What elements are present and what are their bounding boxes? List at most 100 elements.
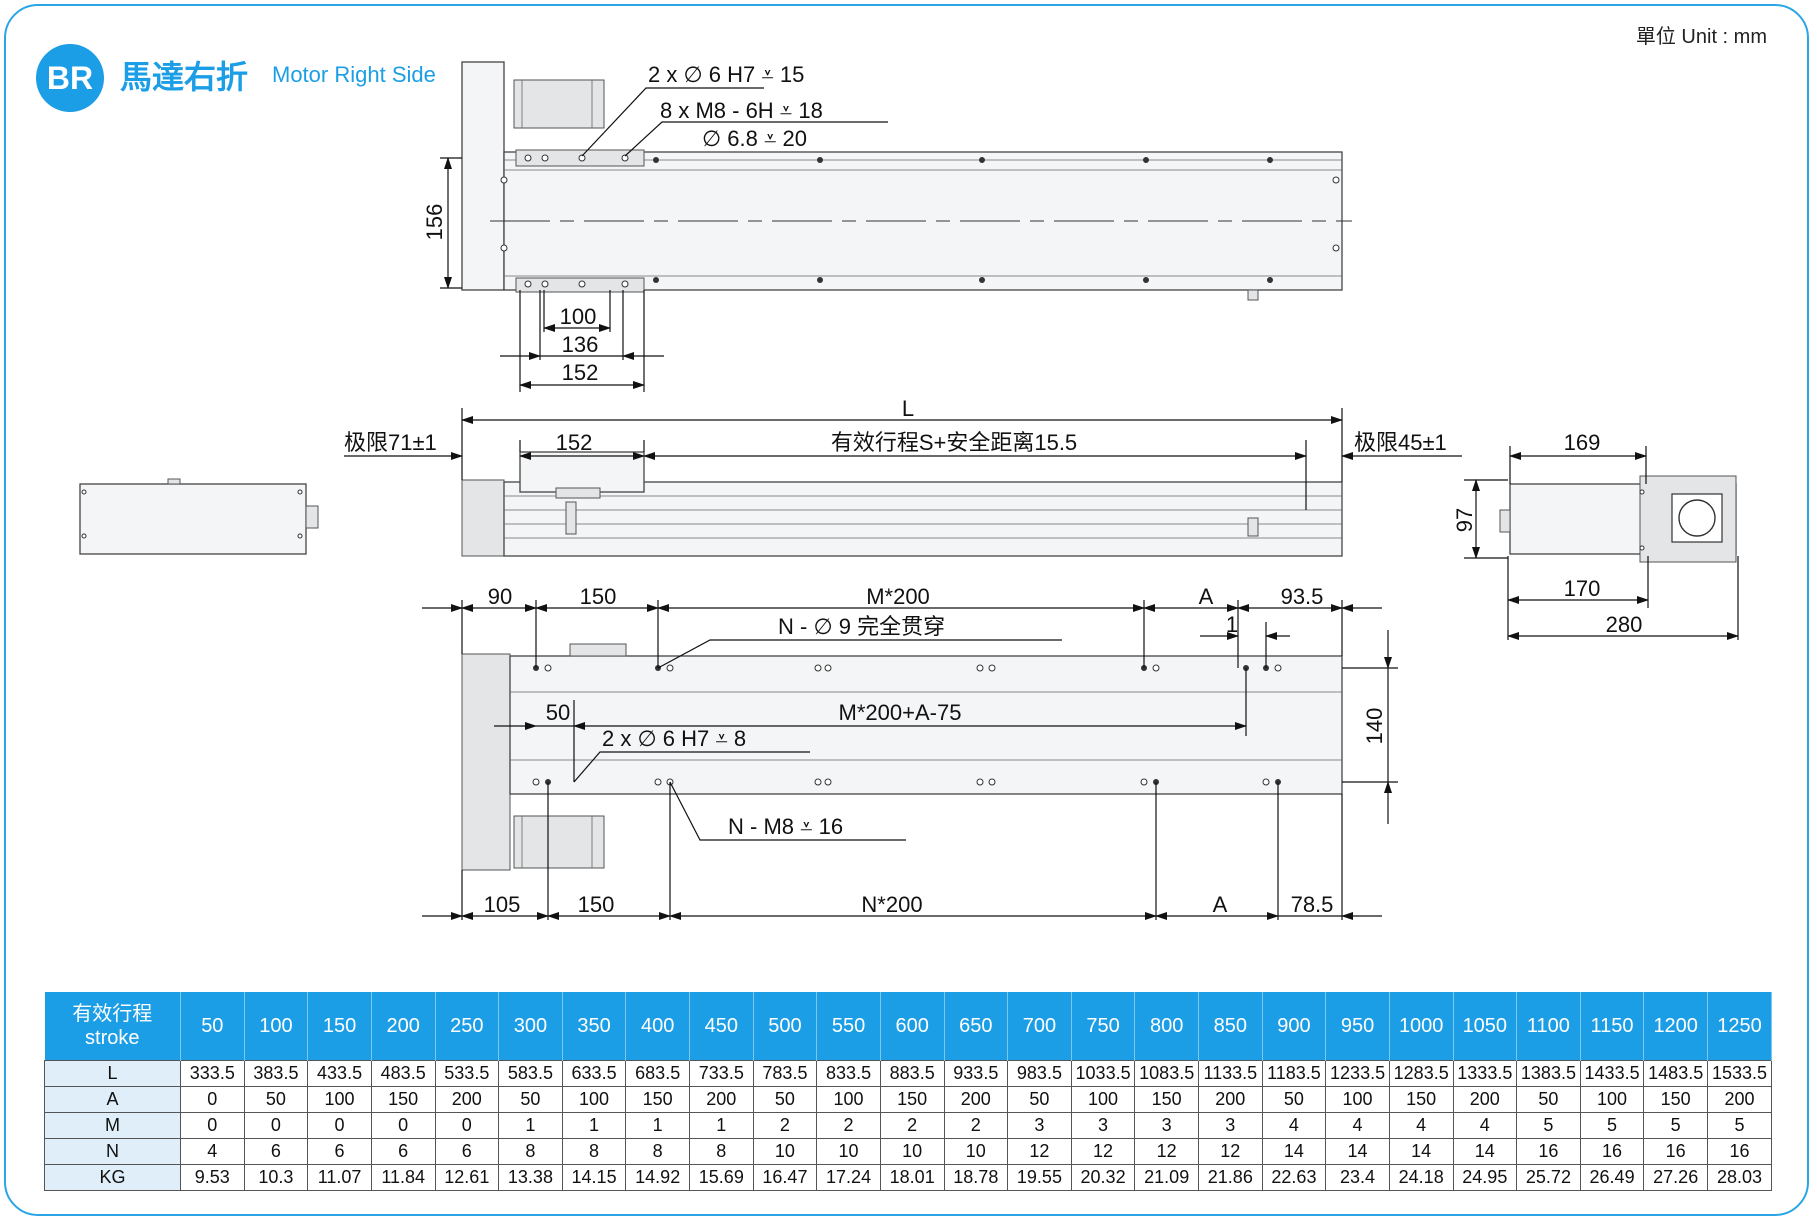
- table-cell: 200: [1452, 1086, 1518, 1113]
- table-cell: 933.5: [943, 1060, 1009, 1087]
- table-cell: 1433.5: [1579, 1060, 1645, 1087]
- table-cell: 2: [879, 1112, 945, 1139]
- stroke-header: 450: [689, 992, 754, 1061]
- table-cell: 12.61: [434, 1164, 500, 1191]
- table-cell: 24.95: [1452, 1164, 1518, 1191]
- table-cell: 6: [370, 1138, 436, 1165]
- table-cell: 50: [1516, 1086, 1581, 1113]
- limit-left: 极限71±1: [344, 430, 437, 455]
- table-cell: 883.5: [879, 1060, 945, 1087]
- table-cell: 3: [1134, 1112, 1199, 1139]
- table-cell: 23.4: [1325, 1164, 1390, 1191]
- table-cell: 1: [498, 1112, 563, 1139]
- table-cell: 200: [689, 1086, 754, 1113]
- table-cell: 1033.5: [1070, 1060, 1136, 1087]
- table-cell: 12: [1070, 1138, 1136, 1165]
- table-cell: 1533.5: [1707, 1060, 1772, 1087]
- table-cell: 12: [1198, 1138, 1263, 1165]
- table-cell: 2: [943, 1112, 1009, 1139]
- table-cell: 2: [752, 1112, 818, 1139]
- table-cell: 6: [434, 1138, 500, 1165]
- table-cell: 150: [625, 1086, 690, 1113]
- table-cell: 333.5: [180, 1060, 245, 1087]
- stroke-header-cell: 有效行程 stroke: [44, 992, 181, 1061]
- stroke-header: 750: [1071, 992, 1136, 1061]
- table-cell: 483.5: [370, 1060, 436, 1087]
- technical-drawing: 2 x ∅ 6 H7 ⩡ 15 8 x M8 - 6H ⩡ 18 ∅ 6.8 ⩡…: [79, 61, 1739, 920]
- table-cell: 17.24: [816, 1164, 881, 1191]
- table-cell: 8: [625, 1138, 690, 1165]
- table-cell: 3: [1070, 1112, 1136, 1139]
- table-cell: 25.72: [1516, 1164, 1581, 1191]
- stroke-header: 950: [1325, 992, 1390, 1061]
- note-counterbore: ∅ 6.8 ⩡ 20: [702, 126, 807, 151]
- table-cell: 20.32: [1070, 1164, 1136, 1191]
- dim-L: L: [902, 396, 914, 421]
- table-cell: 6: [307, 1138, 372, 1165]
- table-cell: 14.92: [625, 1164, 690, 1191]
- table-cell: 5: [1643, 1112, 1708, 1139]
- dim-152-side: 152: [556, 430, 593, 455]
- table-cell: 533.5: [434, 1060, 500, 1087]
- dim-140: 140: [1362, 708, 1387, 745]
- table-cell: 18.01: [879, 1164, 945, 1191]
- table-cell: 1483.5: [1643, 1060, 1708, 1087]
- table-cell: 150: [879, 1086, 945, 1113]
- stroke-header: 1100: [1516, 992, 1581, 1061]
- table-cell: 9.53: [180, 1164, 245, 1191]
- table-cell: 21.09: [1134, 1164, 1199, 1191]
- table-cell: 833.5: [816, 1060, 881, 1087]
- dim-1: 1: [1226, 612, 1238, 637]
- table-cell: 1333.5: [1452, 1060, 1518, 1087]
- limit-right: 极限45±1: [1354, 430, 1447, 455]
- table-cell: 5: [1707, 1112, 1772, 1139]
- table-cell: 100: [1325, 1086, 1390, 1113]
- stroke-header: 650: [944, 992, 1009, 1061]
- dim-93-5: 93.5: [1281, 584, 1324, 609]
- table-cell: 783.5: [752, 1060, 818, 1087]
- top-view: 2 x ∅ 6 H7 ⩡ 15 8 x M8 - 6H ⩡ 18 ∅ 6.8 ⩡…: [422, 61, 1352, 392]
- table-cell: 50: [752, 1086, 818, 1113]
- stroke-header: 400: [625, 992, 690, 1061]
- table-cell: 0: [180, 1086, 245, 1113]
- stroke-header: 100: [244, 992, 309, 1061]
- table-cell: 1: [625, 1112, 690, 1139]
- row-label: L: [44, 1060, 181, 1087]
- table-cell: 10.3: [243, 1164, 309, 1191]
- table-cell: 150: [1134, 1086, 1199, 1113]
- stroke-header: 800: [1134, 992, 1199, 1061]
- table-cell: 3: [1198, 1112, 1263, 1139]
- table-cell: 14: [1261, 1138, 1327, 1165]
- table-cell: 1133.5: [1198, 1060, 1263, 1087]
- page-frame: [4, 4, 1809, 1216]
- dim-97: 97: [1452, 508, 1477, 532]
- side-view: L 极限71±1 152 有效行程S+安全距离15.5 极限45±1: [344, 396, 1462, 557]
- table-cell: 1: [689, 1112, 754, 1139]
- row-label: M: [44, 1112, 181, 1139]
- dim-n200: N*200: [861, 892, 922, 917]
- stroke-header: 250: [435, 992, 500, 1061]
- model-badge: BR: [36, 44, 104, 112]
- table-cell: 0: [370, 1112, 436, 1139]
- table-cell: 11.07: [307, 1164, 372, 1191]
- table-cell: 4: [1325, 1112, 1390, 1139]
- table-cell: 0: [307, 1112, 372, 1139]
- stroke-header: 300: [498, 992, 563, 1061]
- table-cell: 150: [1388, 1086, 1454, 1113]
- table-cell: 5: [1516, 1112, 1581, 1139]
- stroke-header: 500: [753, 992, 818, 1061]
- stroke-header: 150: [307, 992, 372, 1061]
- table-cell: 683.5: [625, 1060, 690, 1087]
- table-cell: 12: [1007, 1138, 1072, 1165]
- table-cell: 200: [943, 1086, 1009, 1113]
- dim-a-bottom: A: [1213, 892, 1228, 917]
- table-cell: 28.03: [1707, 1164, 1772, 1191]
- dim-170: 170: [1564, 576, 1601, 601]
- table-cell: 4: [1261, 1112, 1327, 1139]
- stroke-header-cn: 有效行程: [72, 1003, 153, 1025]
- dim-100: 100: [560, 304, 597, 329]
- table-cell: 15.69: [689, 1164, 754, 1191]
- table-cell: 8: [561, 1138, 627, 1165]
